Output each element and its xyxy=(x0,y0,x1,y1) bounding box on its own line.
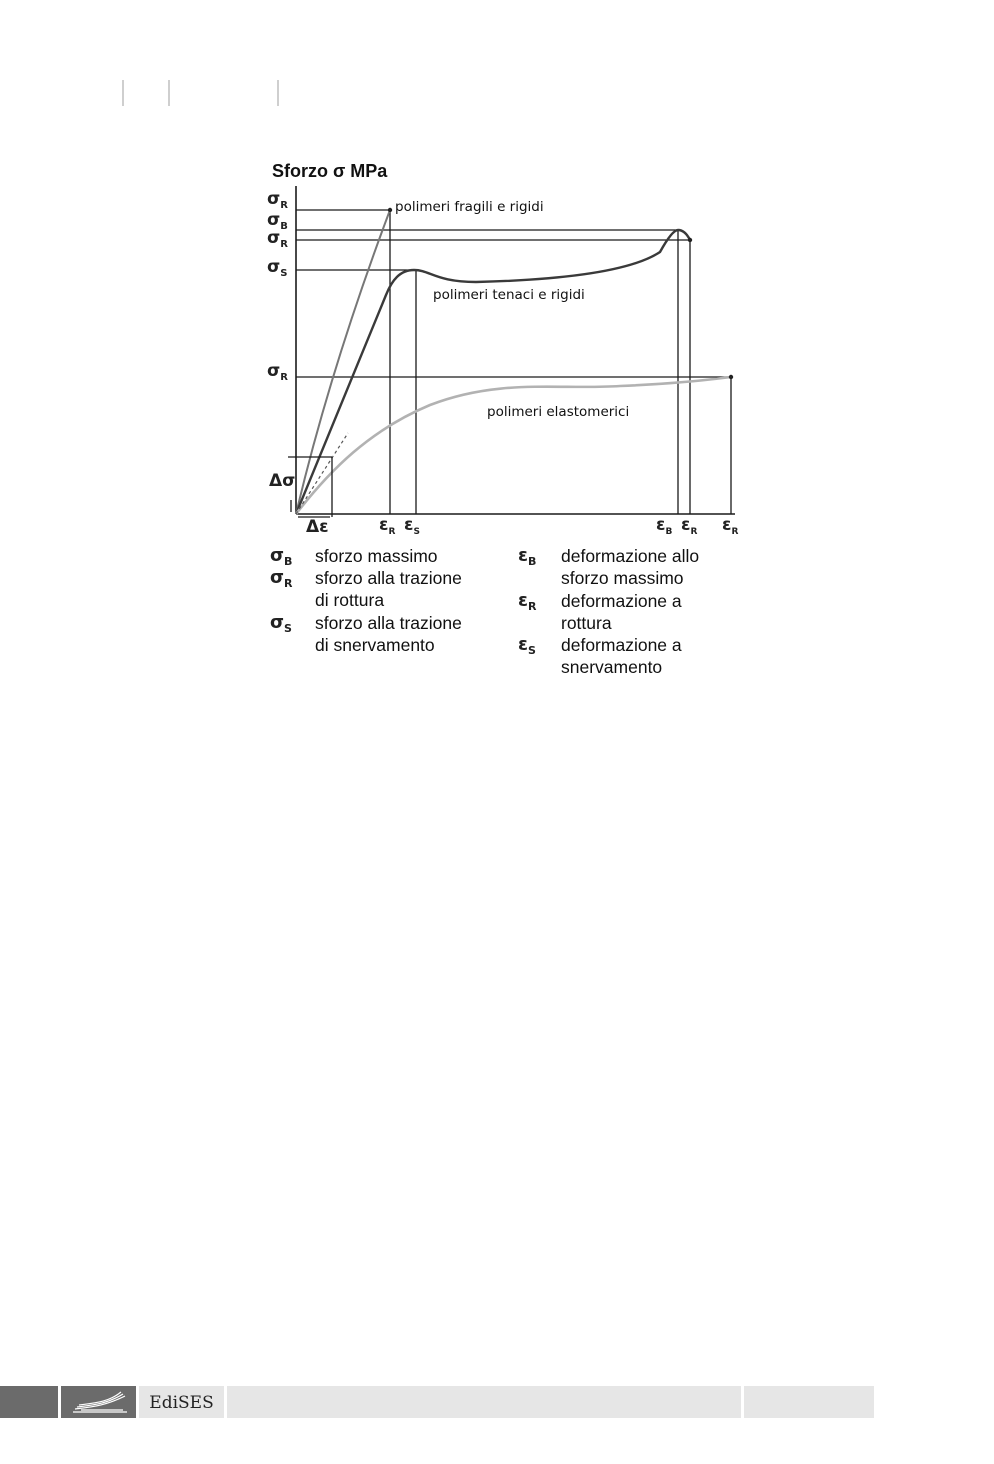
tangent-dashed-line xyxy=(295,432,349,515)
footer-logo xyxy=(61,1386,136,1418)
x-label-eps-r-2: εR xyxy=(681,515,697,537)
endpoint-fragili xyxy=(387,207,393,213)
curve-polimeri-fragili xyxy=(295,209,391,515)
legend-text: deformazione a snervamento xyxy=(561,635,682,677)
footer-page-block xyxy=(0,1386,58,1418)
legend-text: sforzo alla trazione di rottura xyxy=(315,568,462,610)
header-tick-2 xyxy=(168,80,170,106)
delta-sigma-label: Δσ xyxy=(269,471,295,491)
y-label-sigma-r-3: σR xyxy=(267,361,288,383)
endpoint-tenaci xyxy=(687,237,693,243)
legend-text: deformazione a rottura xyxy=(561,591,682,633)
legend-symbol: σB xyxy=(270,545,293,568)
y-label-sigma-r-2: σR xyxy=(267,228,288,250)
legend-symbol: σS xyxy=(270,612,292,635)
page-footer: EdiSES xyxy=(0,1386,874,1418)
delta-epsilon-label: Δε xyxy=(306,517,329,537)
x-label-eps-s: εS xyxy=(404,515,420,537)
curve-label-tenaci: polimeri tenaci e rigidi xyxy=(433,287,585,303)
y-label-sigma-r-1: σR xyxy=(267,189,288,211)
footer-bar xyxy=(227,1386,741,1418)
x-label-eps-r-1: εR xyxy=(379,515,395,537)
diagram-title: Sforzo σ MPa xyxy=(272,161,388,181)
footer-end-block xyxy=(744,1386,874,1418)
header-tick-3 xyxy=(277,80,279,106)
x-label-eps-b: εB xyxy=(656,515,672,537)
curve-polimeri-elastomerici xyxy=(294,375,732,515)
x-label-eps-r-3: εR xyxy=(722,515,738,537)
curve-label-fragili: polimeri fragili e rigidi xyxy=(395,199,544,215)
legend-text: sforzo alla trazione di snervamento xyxy=(315,613,462,655)
legend-symbol: εR xyxy=(518,590,537,613)
curve-label-elastomerici: polimeri elastomerici xyxy=(487,404,629,420)
legend-symbol: σR xyxy=(270,567,293,590)
legend-text: sforzo massimo xyxy=(315,546,438,566)
stress-strain-diagram: Sforzo σ MPa Δσ Δε polimeri fragili e ri… xyxy=(267,161,738,537)
y-label-sigma-s: σS xyxy=(267,257,287,279)
curve-polimeri-tenaci xyxy=(294,228,692,515)
header-tick-1 xyxy=(122,80,124,106)
legend-text: deformazione allo sforzo massimo xyxy=(561,546,700,588)
endpoint-elastomerici xyxy=(728,374,734,380)
legend-symbol: εB xyxy=(518,545,537,568)
book-pages-icon xyxy=(73,1391,127,1413)
y-label-sigma-b: σB xyxy=(267,210,288,232)
legend: σB sforzo massimo σR sforzo alla trazion… xyxy=(270,545,750,685)
legend-symbol: εS xyxy=(518,634,536,657)
footer-brand: EdiSES xyxy=(139,1386,224,1418)
